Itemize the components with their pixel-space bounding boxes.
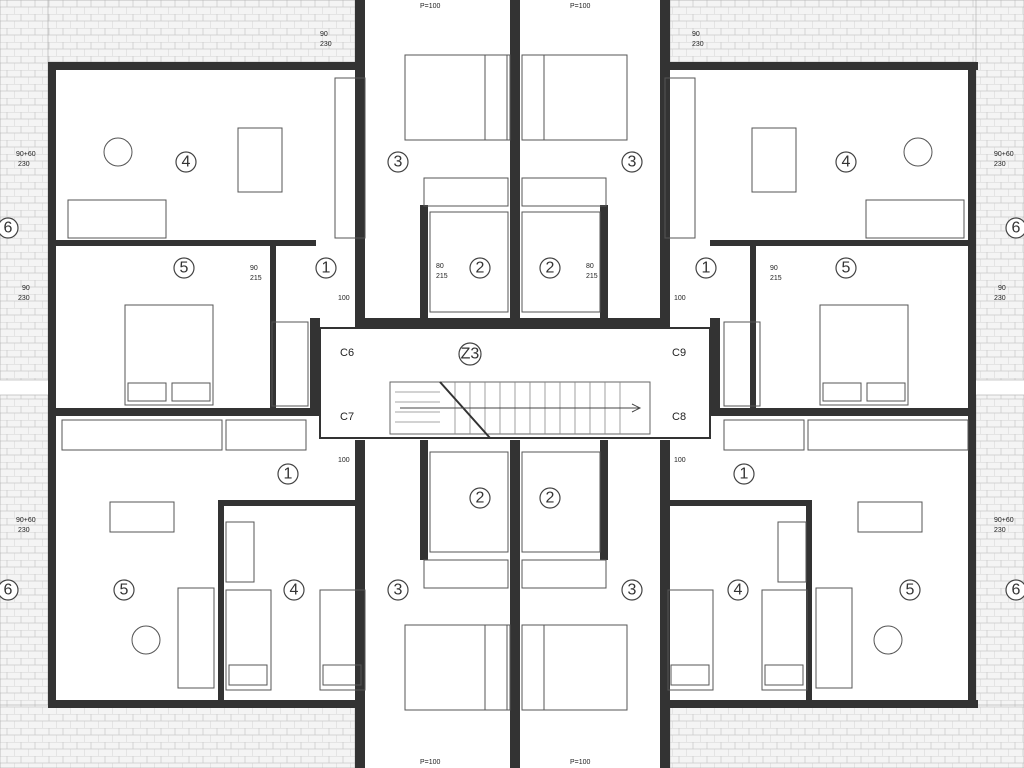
svg-text:3: 3 xyxy=(628,582,637,599)
room-labels: 4 5 1 3 2 3 2 1 4 5 1 5 4 2 3 2 3 4 1 5 … xyxy=(0,151,1024,601)
svg-text:C6: C6 xyxy=(340,347,354,359)
svg-text:90+60: 90+60 xyxy=(16,517,36,524)
svg-text:2: 2 xyxy=(476,490,485,507)
stair-label: Z3 xyxy=(461,346,480,363)
svg-text:5: 5 xyxy=(120,582,129,599)
svg-text:90: 90 xyxy=(998,285,1006,292)
svg-text:C9: C9 xyxy=(672,347,686,359)
svg-text:230: 230 xyxy=(994,295,1006,302)
svg-text:6: 6 xyxy=(4,220,13,237)
svg-text:80: 80 xyxy=(436,263,444,270)
svg-text:2: 2 xyxy=(546,260,555,277)
svg-text:90: 90 xyxy=(250,265,258,272)
svg-text:3: 3 xyxy=(628,154,637,171)
svg-text:P=100: P=100 xyxy=(570,3,591,10)
svg-text:90+60: 90+60 xyxy=(16,151,36,158)
svg-text:4: 4 xyxy=(842,154,851,171)
svg-text:90: 90 xyxy=(22,285,30,292)
svg-text:6: 6 xyxy=(1012,582,1021,599)
svg-text:100: 100 xyxy=(674,295,686,302)
svg-text:90: 90 xyxy=(770,265,778,272)
svg-text:215: 215 xyxy=(770,275,782,282)
stair-core xyxy=(319,327,711,439)
svg-text:P=100: P=100 xyxy=(420,3,441,10)
svg-text:C7: C7 xyxy=(340,411,354,423)
svg-text:4: 4 xyxy=(734,582,743,599)
svg-text:P=100: P=100 xyxy=(420,759,441,766)
svg-text:100: 100 xyxy=(338,295,350,302)
svg-text:80: 80 xyxy=(586,263,594,270)
walls xyxy=(48,0,978,768)
svg-text:6: 6 xyxy=(1012,220,1021,237)
svg-text:1: 1 xyxy=(322,260,331,277)
svg-text:90: 90 xyxy=(692,31,700,38)
svg-text:3: 3 xyxy=(394,154,403,171)
svg-text:1: 1 xyxy=(284,466,293,483)
svg-text:1: 1 xyxy=(702,260,711,277)
svg-text:230: 230 xyxy=(994,527,1006,534)
svg-text:90+60: 90+60 xyxy=(994,151,1014,158)
svg-text:230: 230 xyxy=(320,41,332,48)
stair-tags: C6 C9 C7 C8 xyxy=(340,347,686,423)
dimension-tags: 90+60 230 90 230 90+60 230 90+60 230 90 … xyxy=(16,3,1014,766)
svg-text:90: 90 xyxy=(320,31,328,38)
svg-text:1: 1 xyxy=(740,466,749,483)
svg-text:C8: C8 xyxy=(672,411,686,423)
svg-text:230: 230 xyxy=(994,161,1006,168)
svg-text:5: 5 xyxy=(906,582,915,599)
svg-text:230: 230 xyxy=(18,295,30,302)
svg-text:215: 215 xyxy=(250,275,262,282)
svg-text:P=100: P=100 xyxy=(570,759,591,766)
svg-text:215: 215 xyxy=(586,273,598,280)
svg-text:230: 230 xyxy=(18,527,30,534)
svg-text:4: 4 xyxy=(290,582,299,599)
svg-text:6: 6 xyxy=(4,582,13,599)
svg-text:230: 230 xyxy=(692,41,704,48)
svg-text:5: 5 xyxy=(842,260,851,277)
svg-text:3: 3 xyxy=(394,582,403,599)
svg-text:90+60: 90+60 xyxy=(994,517,1014,524)
svg-text:2: 2 xyxy=(476,260,485,277)
furniture xyxy=(61,54,969,711)
svg-text:2: 2 xyxy=(546,490,555,507)
svg-text:5: 5 xyxy=(180,260,189,277)
svg-text:100: 100 xyxy=(338,457,350,464)
svg-text:100: 100 xyxy=(674,457,686,464)
svg-text:230: 230 xyxy=(18,161,30,168)
svg-text:215: 215 xyxy=(436,273,448,280)
svg-text:4: 4 xyxy=(182,154,191,171)
